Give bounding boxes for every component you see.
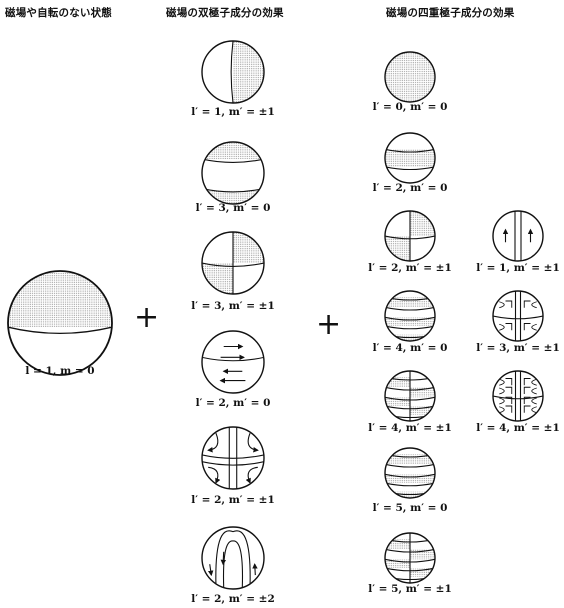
sphere-q2-l3m1 xyxy=(492,290,544,342)
sphere-d-l2m0 xyxy=(201,330,265,394)
plus-operator-1: + xyxy=(134,300,160,335)
label-q-l2m1: l′ = 2, m′ = ±1 xyxy=(368,262,452,274)
sphere-base xyxy=(7,270,113,376)
sphere-q2-l1m1 xyxy=(492,210,544,262)
label-d-l2m1: l′ = 2, m′ = ±1 xyxy=(191,494,275,506)
header-dipole: 磁場の双極子成分の効果 xyxy=(166,7,284,19)
sphere-q-l2m1 xyxy=(384,210,436,262)
label-q-l0m0: l′ = 0, m′ = 0 xyxy=(372,101,448,113)
sphere-d-l3m0 xyxy=(201,141,265,205)
label-d-l2m2: l′ = 2, m′ = ±2 xyxy=(191,593,275,605)
sphere-q2-l4m1 xyxy=(492,370,544,422)
sphere-q-l5m1 xyxy=(384,532,436,584)
label-q-l4m1: l′ = 4, m′ = ±1 xyxy=(368,422,452,434)
label-q-l5m0: l′ = 5, m′ = 0 xyxy=(372,502,448,514)
sphere-q-l4m0 xyxy=(384,290,436,342)
sphere-q-l4m1 xyxy=(384,370,436,422)
label-d-l1m1: l′ = 1, m′ = ±1 xyxy=(191,106,275,118)
label-q-l4m0: l′ = 4, m′ = 0 xyxy=(372,342,448,354)
sphere-d-l2m1 xyxy=(201,426,265,490)
sphere-d-l2m2 xyxy=(201,526,265,590)
sphere-q-l5m0 xyxy=(384,447,436,499)
label-q-l5m1: l′ = 5, m′ = ±1 xyxy=(368,583,452,595)
plus-operator-2: + xyxy=(316,307,342,342)
sphere-q-l0m0 xyxy=(384,51,436,103)
label-d-l3m1: l′ = 3, m′ = ±1 xyxy=(191,300,275,312)
sphere-q-l2m0 xyxy=(384,132,436,184)
sphere-d-l3m1 xyxy=(201,231,265,295)
label-q2-l4m1: l′ = 4, m′ = ±1 xyxy=(476,422,560,434)
header-no-field: 磁場や自転のない状態 xyxy=(5,7,112,19)
header-quadrupole: 磁場の四重極子成分の効果 xyxy=(386,7,515,19)
label-q2-l1m1: l′ = 1, m′ = ±1 xyxy=(476,262,560,274)
label-d-l2m0: l′ = 2, m′ = 0 xyxy=(195,397,271,409)
label-q-l2m0: l′ = 2, m′ = 0 xyxy=(372,182,448,194)
label-q2-l3m1: l′ = 3, m′ = ±1 xyxy=(476,342,560,354)
label-d-l3m0: l′ = 3, m′ = 0 xyxy=(195,202,271,214)
label-base: l = 1, m = 0 xyxy=(25,365,95,377)
sphere-d-l1m1 xyxy=(201,40,265,104)
